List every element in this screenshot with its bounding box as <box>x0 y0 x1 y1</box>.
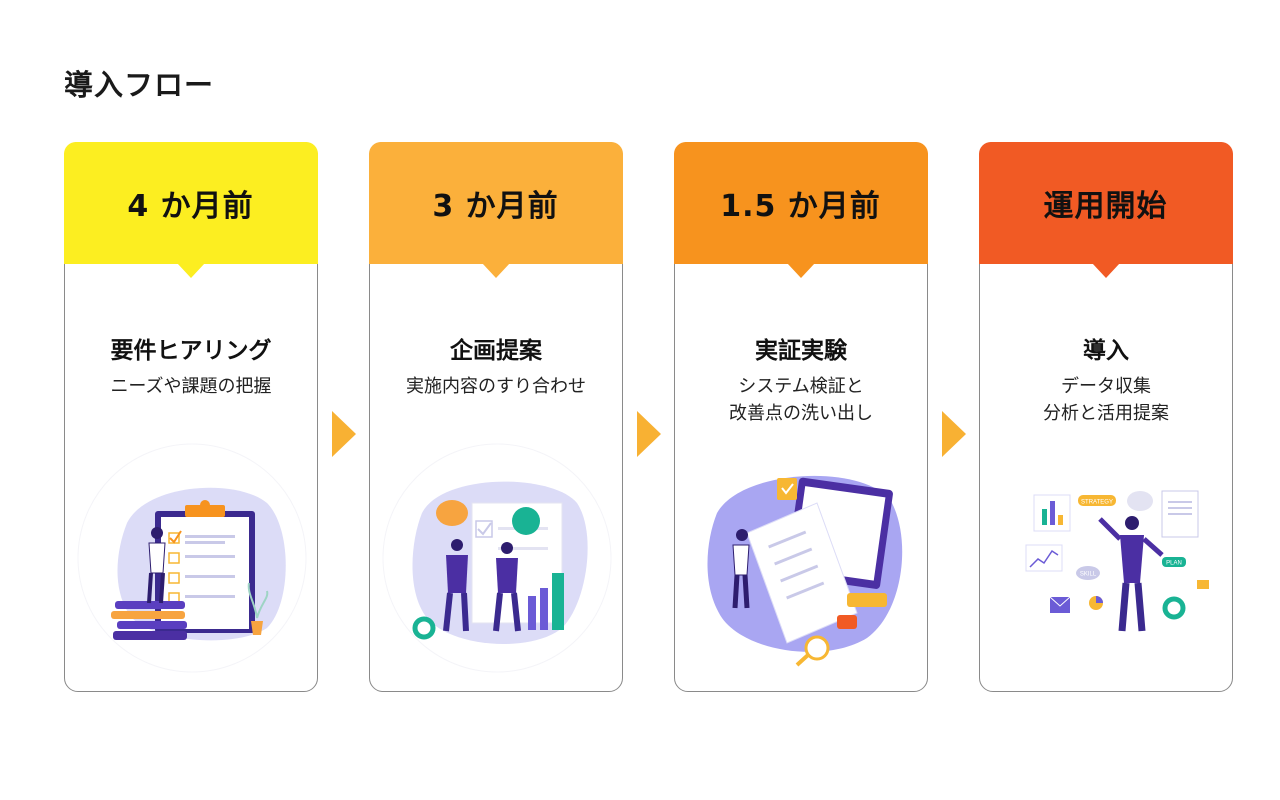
step-title: 導入 <box>980 331 1232 365</box>
step-header-3: 1.5 か月前 <box>674 142 928 264</box>
person-icon <box>1125 516 1139 530</box>
line-chart-icon <box>1026 545 1062 571</box>
speech-bubble-icon <box>512 507 540 535</box>
step-description-line: 分析と活用提案 <box>980 400 1232 427</box>
magnifier-icon <box>806 637 828 659</box>
person-icon <box>451 539 463 551</box>
flow-arrow-icon <box>942 411 966 457</box>
step-description: 実施内容のすり合わせ <box>370 373 622 400</box>
thought-bubble-icon <box>1127 491 1153 511</box>
step-description-line: 改善点の洗い出し <box>675 400 927 427</box>
flow-step-card-4: 運用開始 導入 データ収集 分析と活用提案 STRATEGY SKILL PLA… <box>979 142 1233 692</box>
rating-icon <box>847 593 887 607</box>
step-timing-label: 4 か月前 <box>127 181 253 225</box>
strategy-tag-label: STRATEGY <box>1081 500 1113 506</box>
step-description-line: 実施内容のすり合わせ <box>370 373 622 400</box>
flow-arrow-icon <box>332 411 356 457</box>
step-title: 実証実験 <box>675 331 927 365</box>
step-timing-label: 運用開始 <box>1044 181 1168 225</box>
step-header-2: 3 か月前 <box>369 142 623 264</box>
person-icon <box>151 527 163 539</box>
skill-tag-label: SKILL <box>1080 572 1097 578</box>
step-title: 要件ヒアリング <box>65 331 317 365</box>
check-badge-icon <box>777 478 797 500</box>
step-description: システム検証と 改善点の洗い出し <box>675 373 927 427</box>
page-title: 導入フロー <box>64 62 214 104</box>
mail-icon <box>1197 580 1209 589</box>
person-icon <box>501 542 513 554</box>
discussion-chart-illustration <box>382 443 612 673</box>
person-icon <box>736 529 748 541</box>
bar-chart-icon <box>528 596 536 630</box>
step-description: データ収集 分析と活用提案 <box>980 373 1232 427</box>
plan-tag-label: PLAN <box>1166 561 1182 567</box>
step-description: ニーズや課題の把握 <box>65 373 317 400</box>
step-title: 企画提案 <box>370 331 622 365</box>
step-description-line: ニーズや課題の把握 <box>65 373 317 400</box>
step-timing-label: 3 か月前 <box>432 181 558 225</box>
flow-step-card-1: 4 か月前 要件ヒアリング ニーズや課題の把握 <box>64 142 318 692</box>
step-description-line: システム検証と <box>675 373 927 400</box>
document-review-illustration <box>687 443 917 673</box>
flow-step-card-3: 1.5 か月前 実証実験 システム検証と 改善点の洗い出し <box>674 142 928 692</box>
flow-step-card-2: 3 か月前 企画提案 実施内容のすり合わせ <box>369 142 623 692</box>
flow-arrow-icon <box>637 411 661 457</box>
step-timing-label: 1.5 か月前 <box>720 181 881 225</box>
step-header-1: 4 か月前 <box>64 142 318 264</box>
step-description-line: データ収集 <box>980 373 1232 400</box>
strategy-plan-illustration: STRATEGY SKILL PLAN <box>992 443 1222 673</box>
checklist-clipboard-illustration <box>77 443 307 673</box>
plus-icon <box>837 615 857 629</box>
gear-icon <box>1165 599 1183 617</box>
speech-bubble-icon <box>436 500 468 526</box>
step-header-4: 運用開始 <box>979 142 1233 264</box>
